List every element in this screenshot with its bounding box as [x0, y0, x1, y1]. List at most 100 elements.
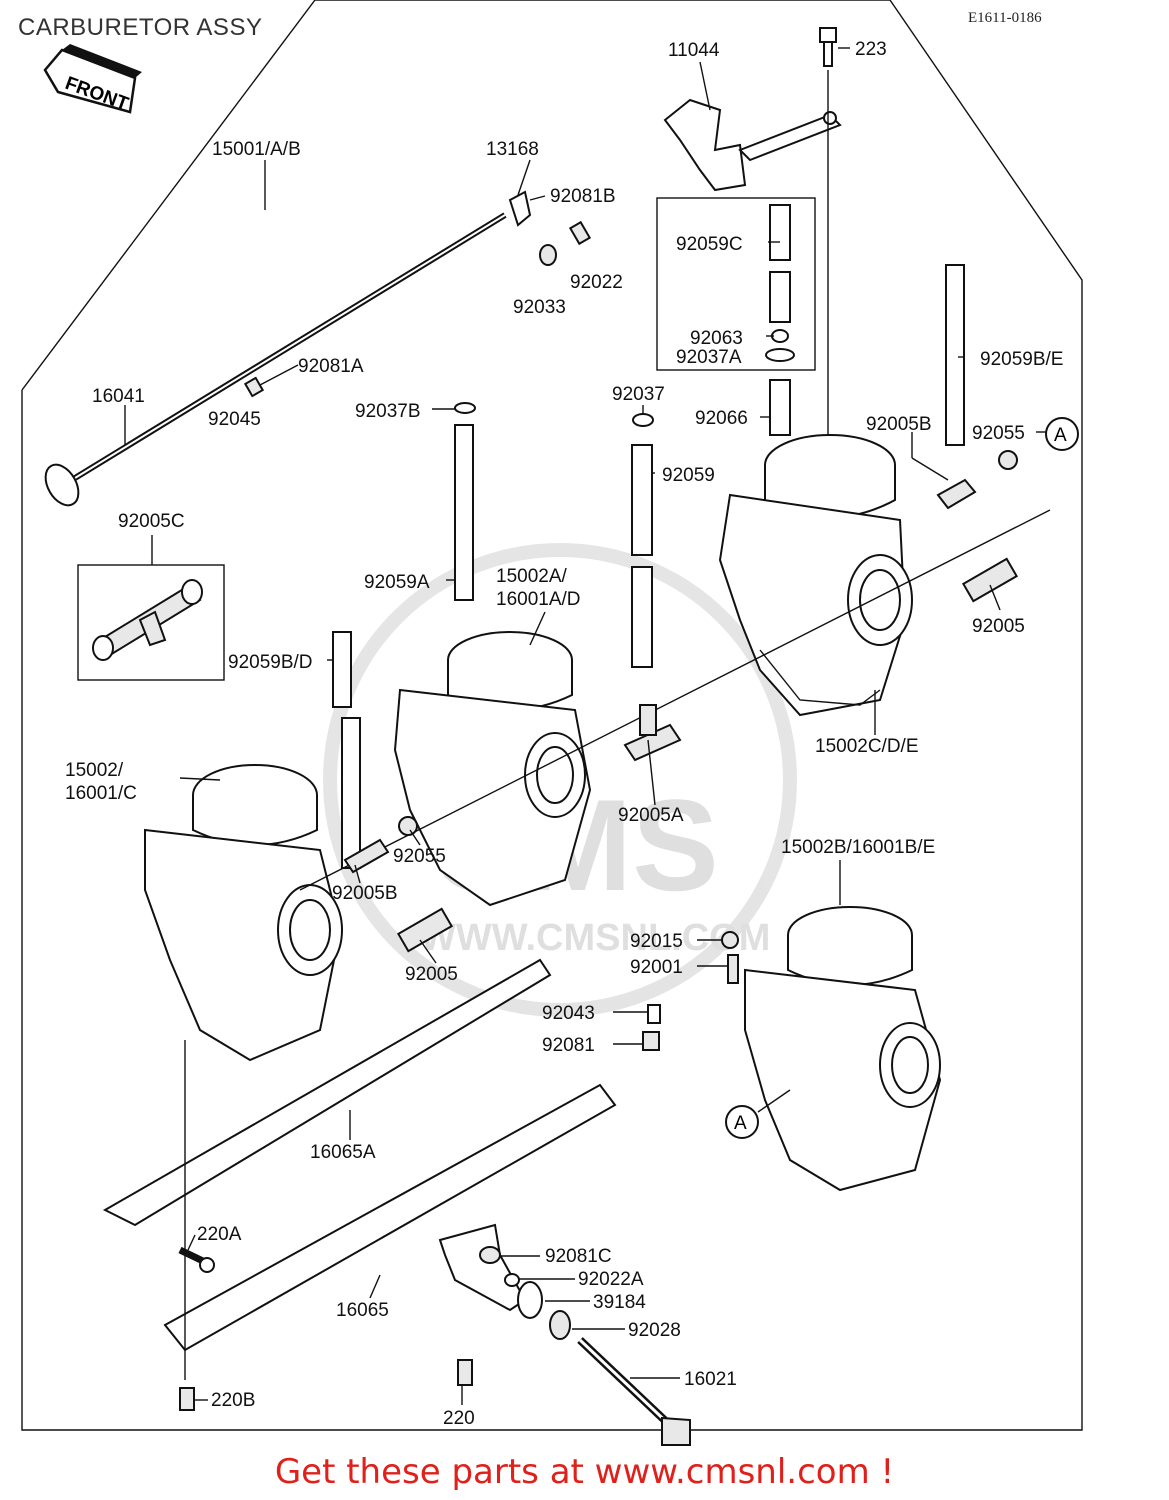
washer-92055-mid — [398, 816, 418, 836]
bolt-223 — [819, 27, 837, 440]
tube-92059BD — [332, 631, 352, 708]
label-92045: 92045 — [208, 409, 261, 430]
fitting-92005A — [623, 704, 682, 762]
nut-92028 — [549, 1310, 571, 1340]
label-15001-a-b: 15001/A/B — [212, 139, 301, 160]
assembly-frame — [21, 0, 1083, 1431]
label-92066: 92066 — [695, 408, 748, 429]
label-13168: 13168 — [486, 139, 539, 160]
front-arrow: FRONT — [43, 44, 142, 115]
lever-13168 — [508, 190, 532, 227]
label-92005c: 92005C — [118, 511, 185, 532]
label-15002c-d-e: 15002C/D/E — [815, 736, 919, 757]
diagram-code: E1611-0186 — [968, 10, 1042, 26]
watermark-site-text: WWW.CMSNL.COM — [420, 917, 770, 959]
label-15002: 15002/ — [65, 760, 124, 781]
washer-39184 — [517, 1281, 543, 1319]
label-92081: 92081 — [542, 1035, 595, 1056]
hose-92005-mid — [396, 907, 454, 953]
callout-a-top-label: A — [1054, 425, 1067, 446]
tee-fitting-92005C — [92, 579, 203, 661]
tube-92059 — [631, 444, 653, 556]
label-92037: 92037 — [612, 384, 665, 405]
spring-92081B — [568, 220, 592, 246]
label-16001-c: 16001/C — [65, 783, 137, 804]
idle-screw-16021 — [577, 1337, 691, 1446]
bracket-39184 — [438, 1223, 527, 1312]
clip-92037 — [632, 413, 654, 427]
label-92005a: 92005A — [618, 805, 684, 826]
bolt-220 — [457, 1359, 473, 1386]
tee-box-92005C — [77, 564, 225, 681]
hose-92059C — [769, 204, 791, 261]
spring-92045 — [243, 376, 265, 398]
page-title: CARBURETOR ASSY — [18, 14, 263, 41]
label-92005b-top: 92005B — [866, 414, 932, 435]
bolt-220B — [179, 1387, 195, 1411]
bracket-16065 — [163, 1083, 617, 1352]
carburetor-top-right — [718, 434, 913, 717]
tube-92059A — [454, 424, 474, 601]
spring-92081C — [479, 1246, 501, 1264]
tube-92059BD-lower — [341, 717, 361, 869]
label-92005b-mid: 92005B — [332, 883, 398, 904]
callout-a-bottom-label: A — [734, 1113, 747, 1134]
label-92059a: 92059A — [364, 572, 430, 593]
screw-92043 — [647, 1004, 661, 1024]
carburetor-left — [144, 764, 343, 1062]
label-220b: 220B — [211, 1390, 255, 1411]
label-16041: 16041 — [92, 386, 145, 407]
fitting-92005B-mid — [343, 838, 390, 874]
label-92033: 92033 — [513, 297, 566, 318]
label-92059b-e: 92059B/E — [980, 349, 1063, 370]
label-92081b: 92081B — [550, 186, 616, 207]
label-15002a: 15002A/ — [496, 566, 568, 587]
label-92059: 92059 — [662, 465, 715, 486]
tube-92059BE — [945, 264, 965, 446]
label-92005-mid: 92005 — [405, 964, 458, 985]
label-220: 220 — [443, 1408, 475, 1429]
label-92063: 92063 — [690, 328, 743, 349]
clip-92037A — [765, 348, 795, 362]
screw-92001 — [727, 954, 739, 984]
label-39184: 39184 — [593, 1292, 646, 1313]
label-15002b-16001b-e: 15002B/16001B/E — [781, 837, 935, 858]
leader-lines — [124, 47, 1048, 1405]
hose-kit-box — [656, 197, 816, 371]
label-92015: 92015 — [630, 931, 683, 952]
label-92055-mid: 92055 — [393, 846, 446, 867]
part-labels: 11044 223 15001/A/B 13168 92081B 92022 9… — [65, 39, 1063, 1429]
cmsnl-promo-link[interactable]: Get these parts at www.cmsnl.com ! — [274, 1452, 895, 1492]
tube-92059-lower — [631, 566, 653, 668]
label-16065a: 16065A — [310, 1142, 376, 1163]
clip-92037B — [454, 402, 476, 414]
label-92022: 92022 — [570, 272, 623, 293]
washer-92022A — [504, 1273, 520, 1287]
label-220a: 220A — [197, 1224, 242, 1245]
label-92081a: 92081A — [298, 356, 364, 377]
label-92081c: 92081C — [545, 1246, 612, 1267]
label-16001a-d: 16001A/D — [496, 589, 581, 610]
label-92037a: 92037A — [676, 347, 742, 368]
bracket-16065A — [102, 958, 552, 1227]
label-92022a: 92022A — [578, 1269, 644, 1290]
washer-92055-top — [998, 450, 1018, 470]
label-92001: 92001 — [630, 957, 683, 978]
label-92059b-d: 92059B/D — [228, 652, 313, 673]
carburetor-bottom-right — [744, 906, 942, 1192]
hose-92066 — [769, 379, 791, 436]
label-92055-top: 92055 — [972, 423, 1025, 444]
label-11044: 11044 — [668, 40, 720, 61]
label-92043: 92043 — [542, 1003, 595, 1024]
fitting-92005B-top — [936, 478, 977, 510]
label-92037b: 92037B — [355, 401, 421, 422]
hose-92059C-2 — [769, 271, 791, 323]
carburetor-center — [393, 631, 592, 907]
label-16021: 16021 — [684, 1369, 737, 1390]
throttle-lever — [663, 98, 842, 192]
label-16065: 16065 — [336, 1300, 389, 1321]
label-92005-right: 92005 — [972, 616, 1025, 637]
hose-92005-right — [961, 557, 1019, 603]
ring-92063 — [771, 329, 789, 343]
label-92028: 92028 — [628, 1320, 681, 1341]
